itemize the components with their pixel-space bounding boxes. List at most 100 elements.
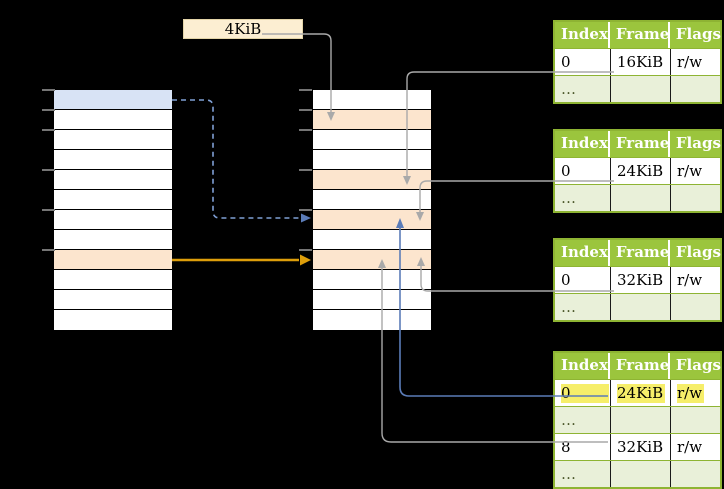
cell-flags: r/w xyxy=(670,380,720,406)
physical-frame-3 xyxy=(313,150,431,170)
cell-frame: 24KiB xyxy=(610,158,670,184)
column-header-flags: Flags xyxy=(667,131,721,157)
column-header-index: Index xyxy=(561,134,608,152)
physical-frame-1 xyxy=(313,110,431,130)
cell-flags: r/w xyxy=(670,267,720,293)
virtual-memory-column xyxy=(53,89,173,331)
cell-flags xyxy=(670,294,720,320)
cell-frame: 16KiB xyxy=(610,49,670,75)
physical-frame-6 xyxy=(313,210,431,230)
page-table-4-header: Index Frame Flags xyxy=(555,353,721,379)
address-tick xyxy=(42,109,55,111)
cell-index: … xyxy=(561,189,576,207)
page-table-1-header: Index Frame Flags xyxy=(555,22,721,48)
cell-frame xyxy=(610,185,670,211)
physical-frame-2 xyxy=(313,130,431,150)
physical-frame-11 xyxy=(313,310,431,330)
table-row-ellipsis: … xyxy=(555,293,720,320)
cell-index: 0 xyxy=(561,271,571,289)
virtual-page-8 xyxy=(54,250,172,270)
page-table-1: Index Frame Flags 0 16KiB r/w … xyxy=(553,20,722,104)
virtual-page-9 xyxy=(54,270,172,290)
physical-frame-0 xyxy=(313,90,431,110)
column-header-flags: Flags xyxy=(667,353,721,379)
cell-flags: r/w xyxy=(670,434,720,460)
cell-index: 8 xyxy=(561,438,571,456)
table-row: 0 16KiB r/w xyxy=(555,48,720,75)
highlight-mark: 24KiB xyxy=(617,384,666,403)
address-tick xyxy=(42,89,55,91)
virtual-page-4 xyxy=(54,170,172,190)
cell-flags xyxy=(670,407,720,433)
cell-flags xyxy=(670,461,720,487)
cell-index: 0 xyxy=(561,162,571,180)
arrow-virtualpage0-to-frame6 xyxy=(172,99,301,219)
page-table-2: Index Frame Flags 0 24KiB r/w … xyxy=(553,129,722,213)
cell-frame xyxy=(610,294,670,320)
cell-index: 0 xyxy=(561,53,571,71)
column-header-index: Index xyxy=(561,356,608,374)
page-table-4: Index Frame Flags 0 24KiB r/w … 8 32KiB … xyxy=(553,351,722,489)
arrowhead-right-icon xyxy=(301,213,311,223)
address-tick xyxy=(42,249,55,251)
highlight-mark: r/w xyxy=(677,384,705,403)
virtual-page-11 xyxy=(54,310,172,330)
cell-flags: r/w xyxy=(670,49,720,75)
table-row: 0 32KiB r/w xyxy=(555,266,720,293)
physical-frame-5 xyxy=(313,190,431,210)
address-tick xyxy=(299,129,312,131)
physical-frame-7 xyxy=(313,230,431,250)
cell-index: … xyxy=(561,298,576,316)
table-row-ellipsis: … xyxy=(555,184,720,211)
cell-flags: r/w xyxy=(670,158,720,184)
address-tick xyxy=(299,209,312,211)
page-table-2-header: Index Frame Flags xyxy=(555,131,721,157)
table-row: 8 32KiB r/w xyxy=(555,433,720,460)
physical-frame-8 xyxy=(313,250,431,270)
virtual-page-2 xyxy=(54,130,172,150)
cell-frame: 24KiB xyxy=(610,380,670,406)
virtual-page-10 xyxy=(54,290,172,310)
address-tick xyxy=(42,169,55,171)
address-tick xyxy=(299,249,312,251)
column-header-frame: Frame xyxy=(607,353,669,379)
virtual-page-6 xyxy=(54,210,172,230)
address-tick xyxy=(299,109,312,111)
cell-frame xyxy=(610,407,670,433)
arrowhead-right-icon xyxy=(300,254,311,266)
table-row-ellipsis: … xyxy=(555,460,720,487)
cell-index: … xyxy=(561,465,576,483)
column-header-frame: Frame xyxy=(607,240,669,266)
virtual-page-1 xyxy=(54,110,172,130)
address-tick xyxy=(42,129,55,131)
physical-frame-9 xyxy=(313,270,431,290)
cell-frame xyxy=(610,461,670,487)
column-header-index: Index xyxy=(561,25,608,43)
table-row-ellipsis: … xyxy=(555,406,720,433)
cell-index: … xyxy=(561,80,576,98)
virtual-page-3 xyxy=(54,150,172,170)
virtual-page-5 xyxy=(54,190,172,210)
physical-memory-column xyxy=(312,89,432,331)
page-table-3-header: Index Frame Flags xyxy=(555,240,721,266)
cell-frame: 32KiB xyxy=(610,267,670,293)
column-header-flags: Flags xyxy=(667,22,721,48)
table-row-ellipsis: … xyxy=(555,75,720,102)
address-tick xyxy=(299,169,312,171)
frame-size-label: 4KiB xyxy=(183,19,303,39)
column-header-index: Index xyxy=(561,243,608,261)
table-row: 0 24KiB r/w xyxy=(555,157,720,184)
physical-frame-10 xyxy=(313,290,431,310)
cell-frame xyxy=(610,76,670,102)
address-tick xyxy=(299,89,312,91)
virtual-page-7 xyxy=(54,230,172,250)
cell-frame: 32KiB xyxy=(610,434,670,460)
cell-flags xyxy=(670,185,720,211)
cell-index: 0 xyxy=(555,380,610,406)
address-tick xyxy=(42,209,55,211)
cell-flags xyxy=(670,76,720,102)
physical-frame-4 xyxy=(313,170,431,190)
column-header-flags: Flags xyxy=(667,240,721,266)
page-table-3: Index Frame Flags 0 32KiB r/w … xyxy=(553,238,722,322)
